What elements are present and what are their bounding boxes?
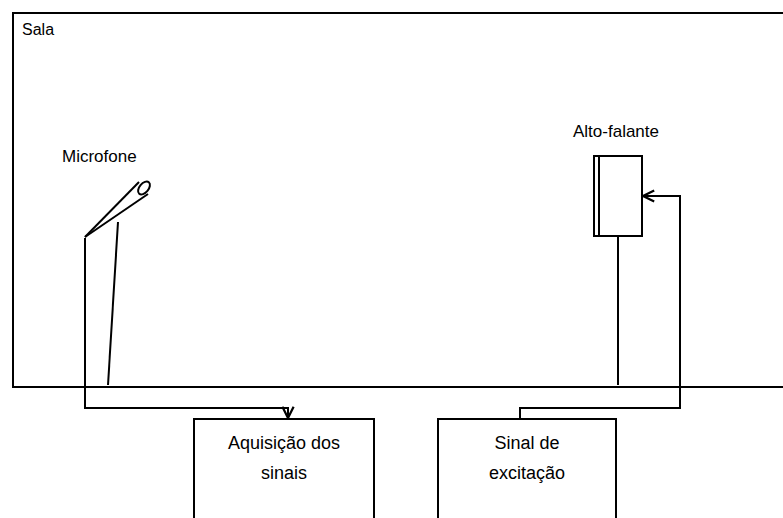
speaker-drawing <box>593 155 643 237</box>
room-label: Sala <box>14 14 62 46</box>
part-label: Microfone <box>62 147 137 167</box>
box-label: Aquisição dos sinais <box>217 428 351 488</box>
process-box: Aquisição dos sinais <box>193 418 375 518</box>
part-label: Alto-falante <box>573 122 659 142</box>
microphone-stand <box>108 222 118 385</box>
speaker-symbol: Alto-falante <box>593 155 643 237</box>
room-outline: Microfone Alto-falante Sala <box>12 12 783 388</box>
box-label: Sinal de excitação <box>477 428 577 488</box>
process-box: Sinal de excitação <box>437 418 617 518</box>
speaker-stand <box>617 237 619 385</box>
microphone-symbol: Microfone <box>80 180 150 238</box>
signal-wire <box>85 238 288 418</box>
microphone-drawing <box>80 180 150 238</box>
box-content: Sinal de excitação <box>439 420 615 496</box>
box-content: Aquisição dos sinais <box>195 420 373 496</box>
